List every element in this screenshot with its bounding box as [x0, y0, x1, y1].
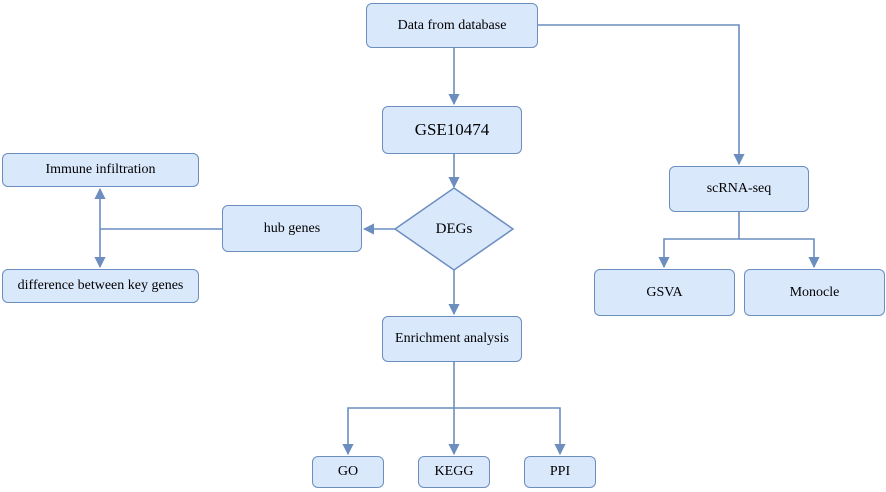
degs-label[interactable]: DEGs — [435, 220, 473, 237]
edge-enrichment-to-ppi — [454, 407, 566, 456]
hub-genes-node[interactable]: hub genes — [222, 205, 362, 252]
edge-enrichment-to-go — [342, 407, 454, 456]
gsva-node[interactable]: GSVA — [594, 269, 735, 316]
immune-infiltration-node[interactable]: Immune infiltration — [2, 153, 199, 187]
difference-key-genes-node[interactable]: difference between key genes — [2, 269, 199, 303]
enrichment-analysis-node[interactable]: Enrichment analysis — [382, 316, 522, 362]
gse-node[interactable]: GSE10474 — [382, 106, 522, 154]
degs-diamond-shape — [393, 187, 515, 271]
database-node[interactable]: Data from database — [366, 3, 538, 48]
go-node[interactable]: GO — [312, 456, 384, 488]
edge-scrna-to-monocle — [739, 238, 820, 269]
monocle-node[interactable]: Monocle — [744, 269, 885, 316]
ppi-node[interactable]: PPI — [524, 456, 596, 488]
edge-scrna-to-gsva — [658, 238, 739, 269]
kegg-node[interactable]: KEGG — [418, 456, 490, 488]
scrna-seq-node[interactable]: scRNA-seq — [669, 166, 809, 212]
edge-database-to-scrna — [538, 24, 745, 166]
